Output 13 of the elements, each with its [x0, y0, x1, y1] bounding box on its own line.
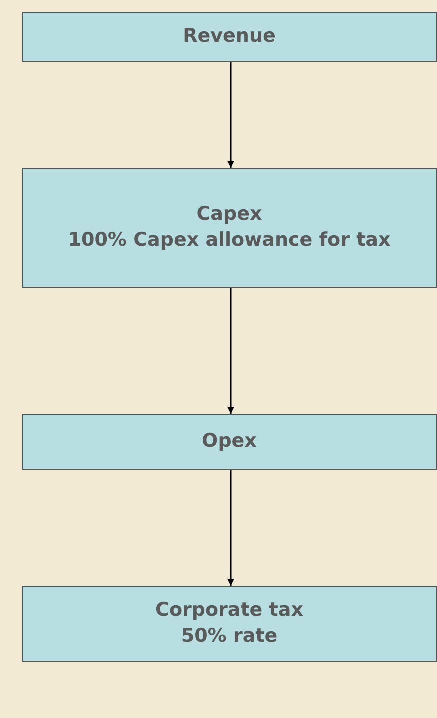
process-box — [22, 12, 437, 62]
process-box — [22, 414, 437, 470]
box-text: 50% rate — [180, 624, 279, 649]
box-title: Opex — [201, 429, 258, 454]
arrow — [228, 470, 234, 586]
box-title: Corporate tax — [154, 598, 304, 624]
process-box — [22, 168, 437, 288]
box-text: 100% Capex allowance for tax — [67, 228, 392, 253]
box-title: Revenue — [182, 24, 277, 50]
box-title: Capex — [196, 202, 264, 228]
arrow — [228, 288, 234, 414]
arrow — [228, 62, 234, 168]
process-box — [22, 586, 437, 662]
